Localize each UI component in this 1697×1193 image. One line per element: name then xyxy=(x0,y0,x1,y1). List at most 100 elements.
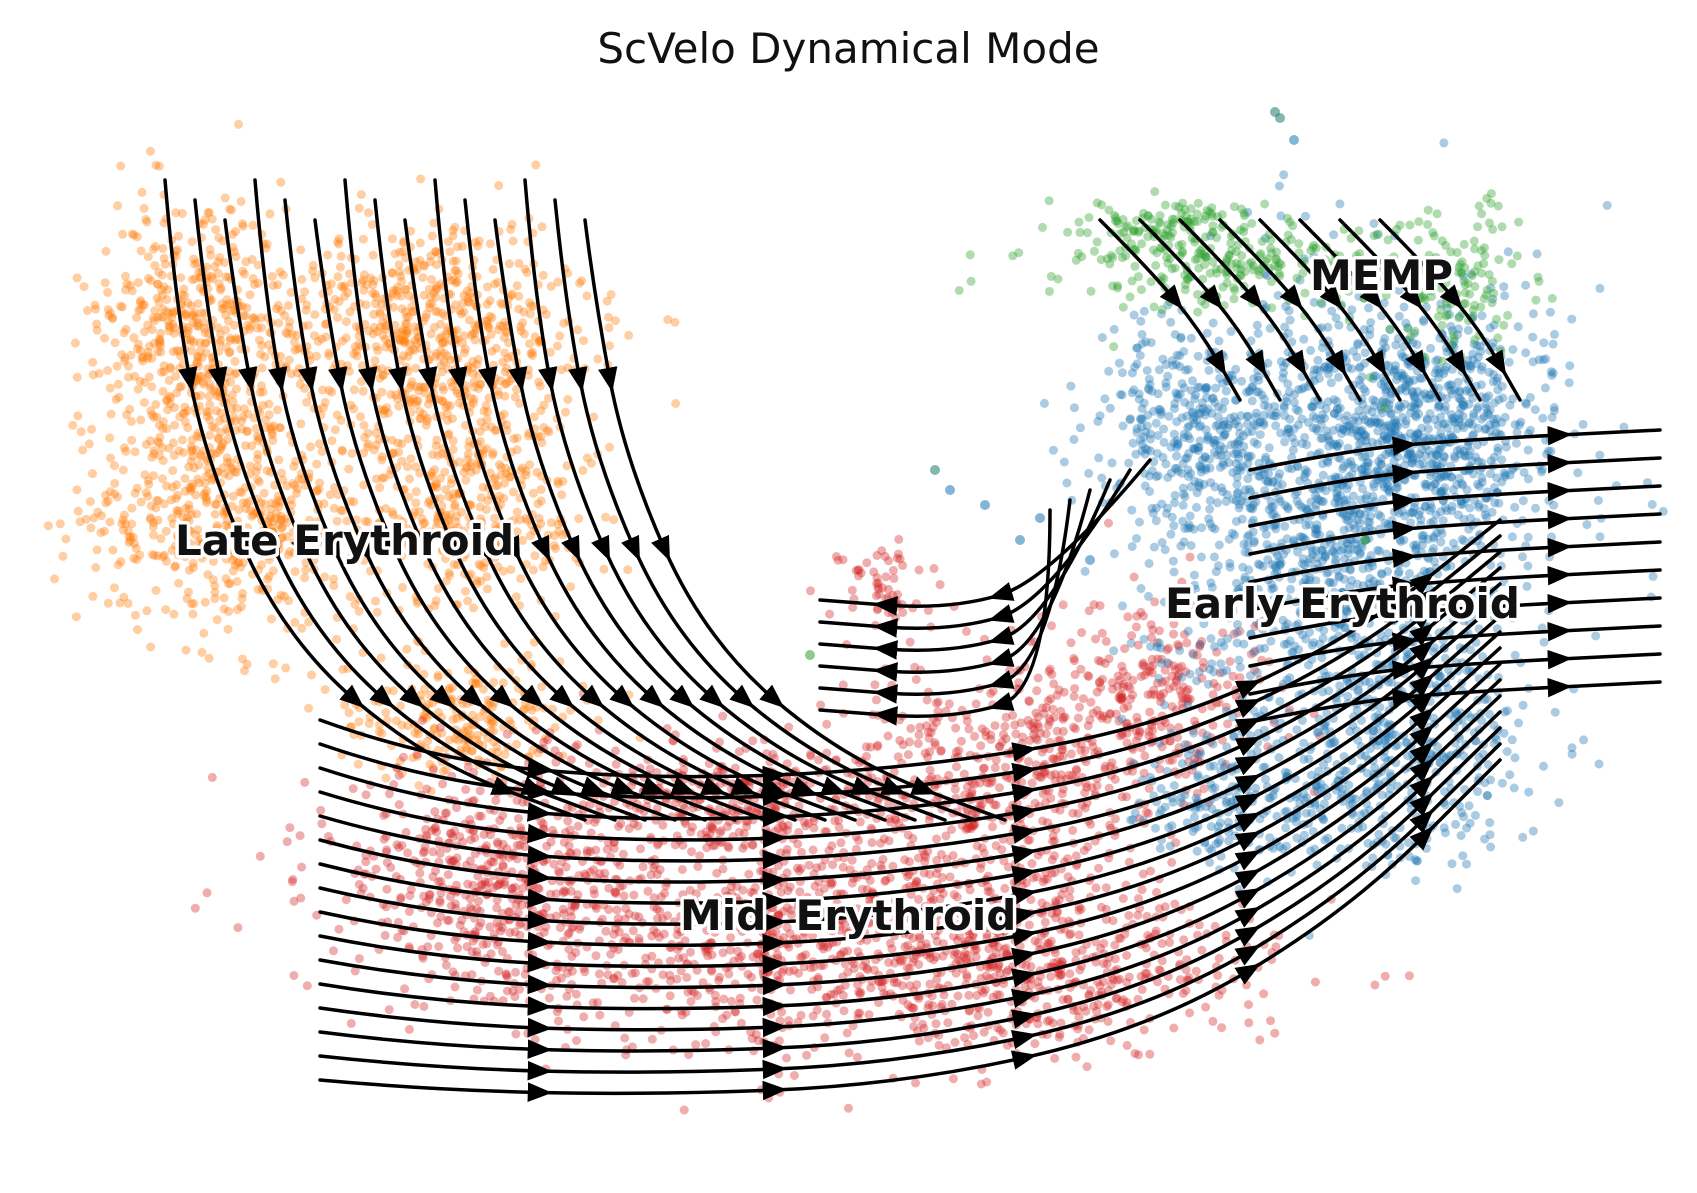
cell-point xyxy=(695,851,705,861)
cell-point xyxy=(72,273,82,283)
cell-point xyxy=(578,466,588,475)
cell-point xyxy=(71,612,81,622)
cell-point xyxy=(450,899,460,909)
cell-point xyxy=(1030,1039,1040,1049)
cell-point xyxy=(143,353,153,363)
cell-point xyxy=(182,329,192,338)
cell-point xyxy=(175,363,184,373)
cell-point xyxy=(964,724,974,734)
cell-point xyxy=(410,322,420,332)
cell-point xyxy=(761,950,770,960)
cell-point xyxy=(133,278,143,288)
cell-point xyxy=(530,1035,540,1044)
cell-point xyxy=(238,221,248,231)
cell-point xyxy=(172,480,182,490)
cell-point xyxy=(782,1053,791,1063)
cell-point xyxy=(289,971,299,980)
cell-point xyxy=(431,373,441,383)
cell-point xyxy=(187,275,197,285)
cell-point xyxy=(467,947,477,957)
cell-point xyxy=(157,367,166,377)
cell-point xyxy=(1053,957,1063,967)
cell-point xyxy=(121,271,130,281)
cell-point xyxy=(393,932,403,942)
cell-point xyxy=(1081,1006,1091,1016)
cell-point xyxy=(775,1016,785,1026)
cell-point xyxy=(431,247,441,257)
cell-point xyxy=(382,403,392,412)
cell-point xyxy=(883,731,893,741)
cell-point xyxy=(195,338,205,348)
cell-point xyxy=(1028,873,1038,883)
cell-point xyxy=(79,282,89,292)
cell-point xyxy=(914,1036,924,1046)
cell-point xyxy=(138,352,148,362)
cell-point xyxy=(1154,965,1164,975)
cell-point xyxy=(415,868,425,878)
cell-point xyxy=(844,1103,853,1113)
cell-point xyxy=(906,724,916,733)
cell-point xyxy=(818,944,828,954)
cell-point xyxy=(162,295,172,304)
cell-point xyxy=(744,869,754,879)
cell-point xyxy=(389,302,398,312)
cell-point xyxy=(516,322,525,332)
cell-point xyxy=(200,339,210,349)
cell-point xyxy=(184,504,194,514)
cell-point xyxy=(538,270,548,280)
cell-point xyxy=(571,947,581,957)
cell-point xyxy=(485,296,495,306)
cell-point xyxy=(156,312,166,322)
cell-point xyxy=(274,318,284,328)
cell-point xyxy=(187,479,197,489)
cell-point xyxy=(371,299,380,309)
cell-point xyxy=(192,258,202,268)
cell-point xyxy=(173,490,182,500)
cell-point xyxy=(534,931,544,941)
cell-point xyxy=(983,882,993,892)
cell-point xyxy=(387,435,397,445)
cell-point xyxy=(170,420,180,430)
cell-point xyxy=(466,330,476,340)
cell-point xyxy=(448,225,458,235)
cell-point xyxy=(1082,1062,1092,1072)
cell-point xyxy=(113,379,123,389)
cell-point xyxy=(92,325,102,335)
cell-point xyxy=(546,837,556,847)
cell-point xyxy=(181,309,191,319)
cell-point xyxy=(803,818,813,828)
cell-point xyxy=(491,795,501,805)
cell-point xyxy=(1225,657,1235,666)
cell-point xyxy=(78,445,88,455)
cell-point xyxy=(687,822,697,832)
cell-point xyxy=(973,1011,983,1021)
cell-point xyxy=(153,515,163,525)
cell-point xyxy=(1094,863,1104,873)
cell-point xyxy=(945,872,955,882)
cell-point xyxy=(455,920,465,930)
cell-point xyxy=(248,274,258,283)
cell-point xyxy=(253,260,263,270)
cell-point xyxy=(112,361,122,371)
cell-point xyxy=(139,300,149,310)
cell-point xyxy=(512,739,521,749)
cell-point xyxy=(643,886,653,896)
cell-point xyxy=(320,685,330,695)
cell-point xyxy=(125,281,135,290)
cell-point xyxy=(943,1018,953,1028)
cell-point xyxy=(562,991,572,1001)
cell-point xyxy=(201,348,211,358)
cell-point xyxy=(524,702,534,712)
cell-point xyxy=(164,308,174,318)
cell-point xyxy=(262,466,272,476)
cell-point xyxy=(577,276,587,286)
cell-point xyxy=(270,674,280,684)
cell-point xyxy=(628,926,638,936)
cell-point xyxy=(268,436,278,445)
cell-point xyxy=(310,273,320,283)
cell-point xyxy=(773,950,782,960)
cell-point xyxy=(199,219,208,229)
cell-point xyxy=(124,372,133,382)
cell-point xyxy=(193,352,203,362)
cell-point xyxy=(644,977,654,986)
